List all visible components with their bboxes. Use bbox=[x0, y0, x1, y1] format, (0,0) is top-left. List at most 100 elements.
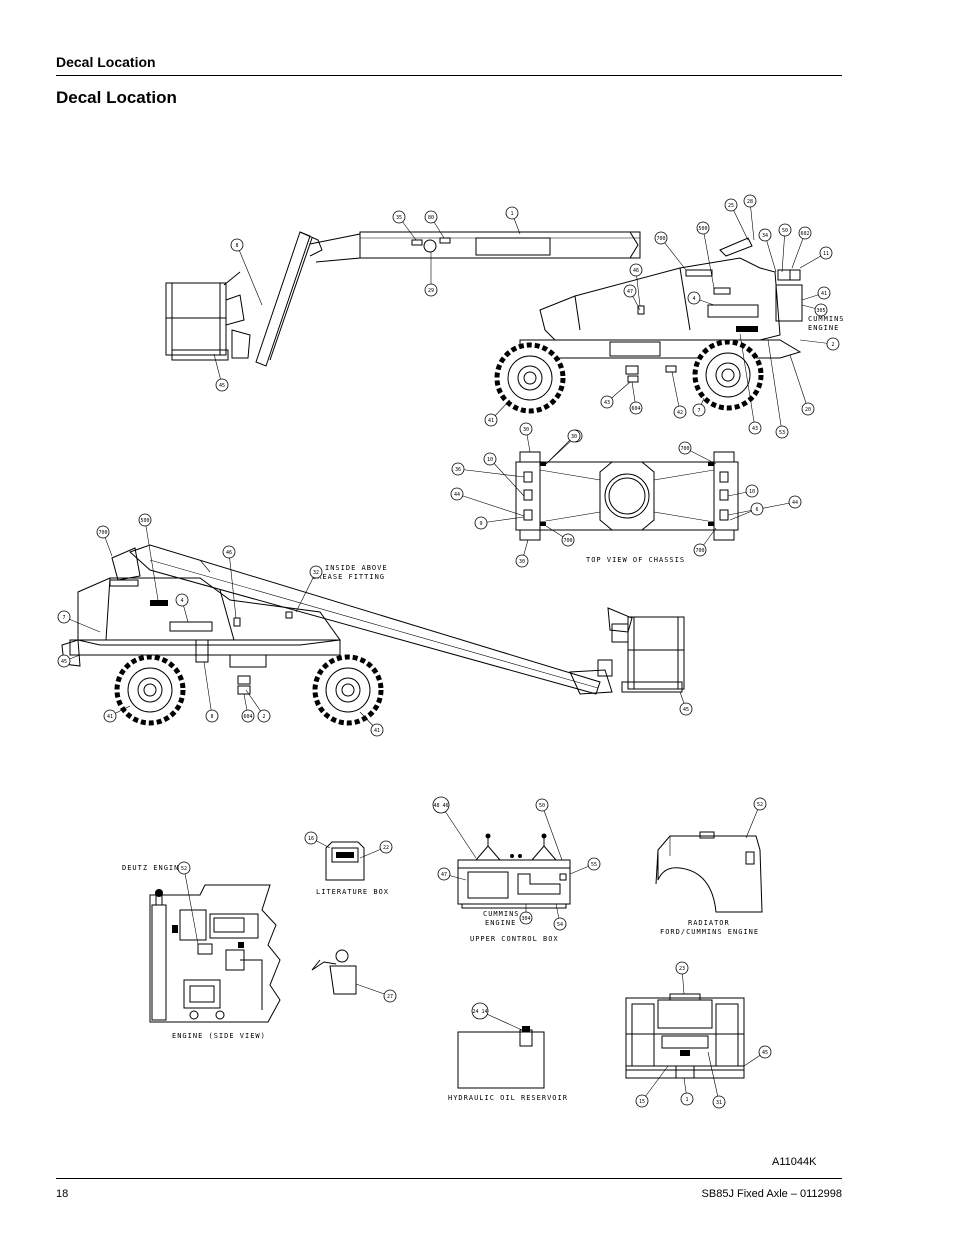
callout-number: 15 bbox=[639, 1099, 645, 1105]
callout-number: 604 bbox=[243, 714, 252, 720]
callout-leader bbox=[767, 339, 783, 433]
callout-circle bbox=[215, 378, 229, 392]
callout-number: 30 bbox=[571, 434, 577, 440]
callout-circle bbox=[474, 516, 488, 530]
callout-circle bbox=[600, 395, 614, 409]
callout-number: 10 bbox=[487, 457, 493, 463]
callout-circle bbox=[450, 487, 464, 501]
callout-circle bbox=[304, 831, 318, 845]
hydraulic-reservoir-label: HYDRAULIC OIL RESERVOIR bbox=[448, 1094, 568, 1102]
callout-circle bbox=[175, 593, 189, 607]
callout-bubble: 11 bbox=[799, 246, 833, 269]
callout-bubble: 41 bbox=[359, 711, 384, 737]
header-rule bbox=[56, 75, 842, 76]
callout-bubble: 604 bbox=[241, 693, 255, 723]
callout-circle bbox=[370, 723, 384, 737]
page-number: 18 bbox=[56, 1188, 69, 1200]
callout-leader bbox=[440, 804, 477, 859]
callout-bubble: 2 bbox=[799, 337, 840, 351]
callout-bubble: 36 bbox=[451, 462, 525, 478]
callout-number: 22 bbox=[383, 845, 389, 851]
callout-circle bbox=[451, 462, 465, 476]
callout-bubble: 602 bbox=[791, 226, 812, 269]
callout-circle bbox=[471, 1002, 489, 1020]
footer-rule bbox=[56, 1178, 842, 1179]
callout-leader bbox=[228, 551, 237, 619]
callout-number: 43 bbox=[604, 400, 610, 406]
callout-leader bbox=[660, 237, 687, 271]
callout-number: 16 bbox=[308, 836, 314, 842]
callout-number: 80 bbox=[428, 215, 434, 221]
callout-bubble: 50 bbox=[778, 223, 792, 273]
callout-number: 8 bbox=[210, 714, 213, 720]
section-header: Decal Location bbox=[56, 54, 156, 70]
callout-circle bbox=[679, 702, 693, 716]
callout-bubble: 46 bbox=[629, 263, 643, 307]
callout-circle bbox=[96, 525, 110, 539]
callout-circle bbox=[724, 198, 738, 212]
callout-bubble: 44 bbox=[450, 487, 525, 517]
callout-leader bbox=[739, 333, 756, 429]
callout-bubble: 700 bbox=[96, 525, 113, 557]
callout-number: 46 bbox=[633, 268, 639, 274]
callout-number: 44 bbox=[792, 500, 798, 506]
callout-number: 28 bbox=[747, 199, 753, 205]
callout-bubble: 42 bbox=[671, 371, 687, 419]
callout-number: 4 bbox=[180, 598, 183, 604]
callout-bubble: 52 bbox=[745, 797, 767, 839]
callout-number: 2 bbox=[831, 342, 834, 348]
callout-number: 700 bbox=[563, 538, 572, 544]
callout-bubble: 45 bbox=[743, 1045, 772, 1067]
callout-circle bbox=[801, 402, 815, 416]
callout-circle bbox=[758, 1045, 772, 1059]
deutz-engine-detail: DEUTZ ENGINE ENGINE (SIDE VIEW) bbox=[122, 864, 281, 1040]
callout-bubble: 700 bbox=[654, 231, 687, 271]
callout-circle bbox=[424, 283, 438, 297]
radiator-detail: RADIATOR FORD/CUMMINS ENGINE bbox=[655, 831, 763, 936]
callout-bubble: 43 bbox=[739, 333, 762, 435]
callout-bubble: 10 bbox=[483, 452, 525, 497]
callout-number: 30 bbox=[523, 427, 529, 433]
side-view-stowed: CUMMINS ENGINE bbox=[165, 231, 844, 414]
callout-number: 50 bbox=[782, 228, 788, 234]
callout-number: 55 bbox=[591, 862, 597, 868]
callout-circle bbox=[788, 495, 802, 509]
callout-circle bbox=[778, 223, 792, 237]
callout-circle bbox=[57, 610, 71, 624]
callout-circle bbox=[692, 403, 706, 417]
callout-number: 20 bbox=[805, 407, 811, 413]
callout-circle bbox=[712, 1095, 726, 1109]
callout-bubble: 20 bbox=[789, 354, 815, 416]
callout-circle bbox=[817, 286, 831, 300]
callout-bubble: 1 bbox=[680, 1077, 694, 1106]
callout-number: 23 bbox=[679, 966, 685, 972]
callout-number: 42 bbox=[677, 410, 683, 416]
callout-number: 24 14 bbox=[472, 1009, 487, 1015]
callout-leader bbox=[203, 661, 213, 717]
callout-circle bbox=[567, 429, 581, 443]
callout-bubble: 48 46 bbox=[432, 796, 477, 859]
engine-side-view-label: ENGINE (SIDE VIEW) bbox=[172, 1032, 266, 1040]
callout-bubble: 41 bbox=[801, 286, 831, 301]
radiator-label-2: FORD/CUMMINS ENGINE bbox=[660, 928, 759, 936]
callout-circle bbox=[758, 228, 772, 242]
callout-bubble: 41 bbox=[484, 399, 511, 427]
callout-bubble: 30 bbox=[519, 422, 533, 453]
callout-circle bbox=[383, 989, 397, 1003]
callout-leader bbox=[545, 435, 575, 465]
callout-circle bbox=[819, 246, 833, 260]
callout-circle bbox=[654, 231, 668, 245]
callout-bubble: 500 bbox=[696, 221, 715, 289]
callout-number: 304 bbox=[521, 916, 530, 922]
callout-number: 27 bbox=[387, 994, 393, 1000]
callout-number: 53 bbox=[779, 430, 785, 436]
callout-bubble: 46 bbox=[222, 545, 237, 619]
figure-id: A11044K bbox=[772, 1156, 817, 1168]
callout-number: 4 bbox=[692, 296, 695, 302]
callout-bubble: 43 bbox=[600, 381, 631, 409]
callout-bubble: 8 bbox=[230, 238, 263, 306]
callout-leader bbox=[183, 867, 199, 945]
top-view-label: TOP VIEW OF CHASSIS bbox=[586, 556, 685, 564]
callout-circle bbox=[750, 502, 764, 516]
